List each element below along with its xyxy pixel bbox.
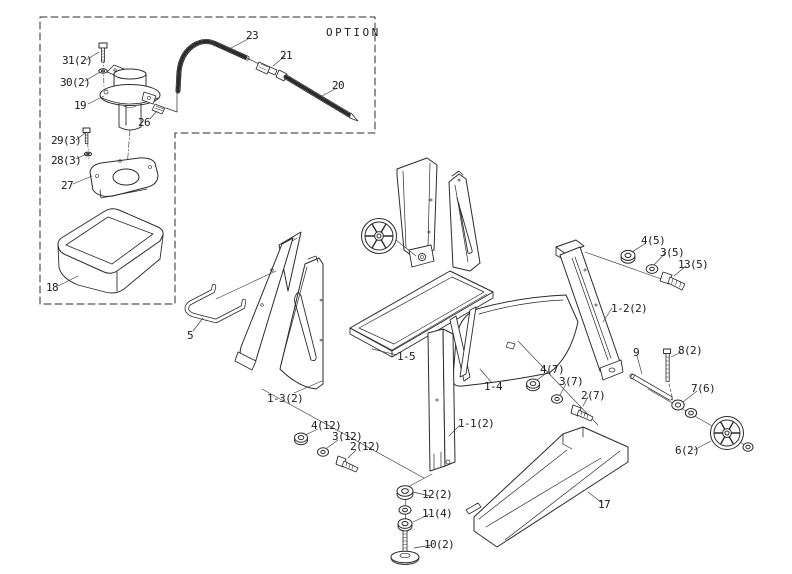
upper-left-panel xyxy=(396,157,438,268)
curved-panel-1-4 xyxy=(449,294,579,387)
label-part-1-2: 1-2(2) xyxy=(611,302,648,315)
leader-lines xyxy=(57,37,712,549)
handle-5 xyxy=(184,283,247,324)
upper-right-panel xyxy=(448,170,481,272)
label-part-21: 21 xyxy=(280,49,293,62)
option-box-border xyxy=(39,16,376,305)
pump-assembly xyxy=(82,42,166,199)
label-part-30: 30(2) xyxy=(60,76,91,89)
washer-30 xyxy=(98,68,108,74)
bolt-2-7 xyxy=(570,404,594,422)
label-part-3-7: 3(7) xyxy=(559,375,584,388)
base-channel-17 xyxy=(465,426,629,548)
label-part-13-5: 13(5) xyxy=(678,258,709,271)
label-part-2-12: 2(12) xyxy=(350,440,381,453)
axle-9 xyxy=(629,373,673,401)
bolt-31 xyxy=(98,42,108,63)
label-part-10: 10(2) xyxy=(424,538,455,551)
label-part-20: 20 xyxy=(332,79,345,92)
label-part-29: 29(3) xyxy=(51,134,82,147)
label-part-1-4: 1-4 xyxy=(484,380,503,393)
label-part-3-5: 3(5) xyxy=(660,246,685,259)
fitting-26 xyxy=(151,103,166,115)
mount-plate-27 xyxy=(89,157,159,199)
label-part-23: 23 xyxy=(246,29,259,42)
leveling-foot-stack xyxy=(390,485,420,565)
washer-28 xyxy=(83,151,93,157)
leg-1-1 xyxy=(427,328,456,472)
coil-hose-23 xyxy=(165,39,262,113)
pump-body-19 xyxy=(99,64,161,131)
label-part-6: 6(2) xyxy=(675,444,700,457)
label-part-28: 28(3) xyxy=(51,154,82,167)
label-part-17: 17 xyxy=(598,498,611,511)
label-part-1-3: 1-3(2) xyxy=(267,392,304,405)
leg-assembly-1-3 xyxy=(234,231,324,390)
label-part-18: 18 xyxy=(46,281,59,294)
label-part-3-12: 3(12) xyxy=(332,430,363,443)
label-part-27: 27 xyxy=(61,179,74,192)
coolant-tub-18 xyxy=(57,208,164,294)
label-part-2-7: 2(7) xyxy=(581,389,606,402)
bolt-13-5 xyxy=(659,271,686,291)
label-part-4-7: 4(7) xyxy=(540,363,565,376)
fasteners-5 xyxy=(620,249,686,291)
foot-bolt-10 xyxy=(390,530,420,565)
label-part-9: 9 xyxy=(633,346,640,359)
label-part-5: 5 xyxy=(187,329,194,342)
label-part-1-1: 1-1(2) xyxy=(458,417,495,430)
leg-1-2 xyxy=(555,239,624,381)
wheel-6 xyxy=(710,416,754,452)
fasteners-7 xyxy=(526,378,594,422)
label-part-19: 19 xyxy=(74,99,87,112)
label-part-4-5: 4(5) xyxy=(641,234,666,247)
fasteners-12 xyxy=(294,432,359,473)
label-part-26: 26 xyxy=(138,116,151,129)
label-part-8: 8(2) xyxy=(678,344,703,357)
bolt-2-12 xyxy=(335,455,359,473)
label-part-31: 31(2) xyxy=(62,54,93,67)
label-part-11: 11(4) xyxy=(422,507,453,520)
flexible-shaft-20 xyxy=(275,69,359,122)
label-part-4-12: 4(12) xyxy=(311,419,342,432)
shelf-1-5 xyxy=(349,270,494,358)
connector-21 xyxy=(255,61,278,76)
label-part-1-5: 1-5 xyxy=(397,350,416,363)
washers-7 xyxy=(671,399,698,418)
small-wheel xyxy=(361,218,397,254)
label-part-7: 7(6) xyxy=(691,382,716,395)
label-part-12: 12(2) xyxy=(422,488,453,501)
bolt-8 xyxy=(663,348,671,382)
option-box-label: OPTION xyxy=(326,26,381,39)
